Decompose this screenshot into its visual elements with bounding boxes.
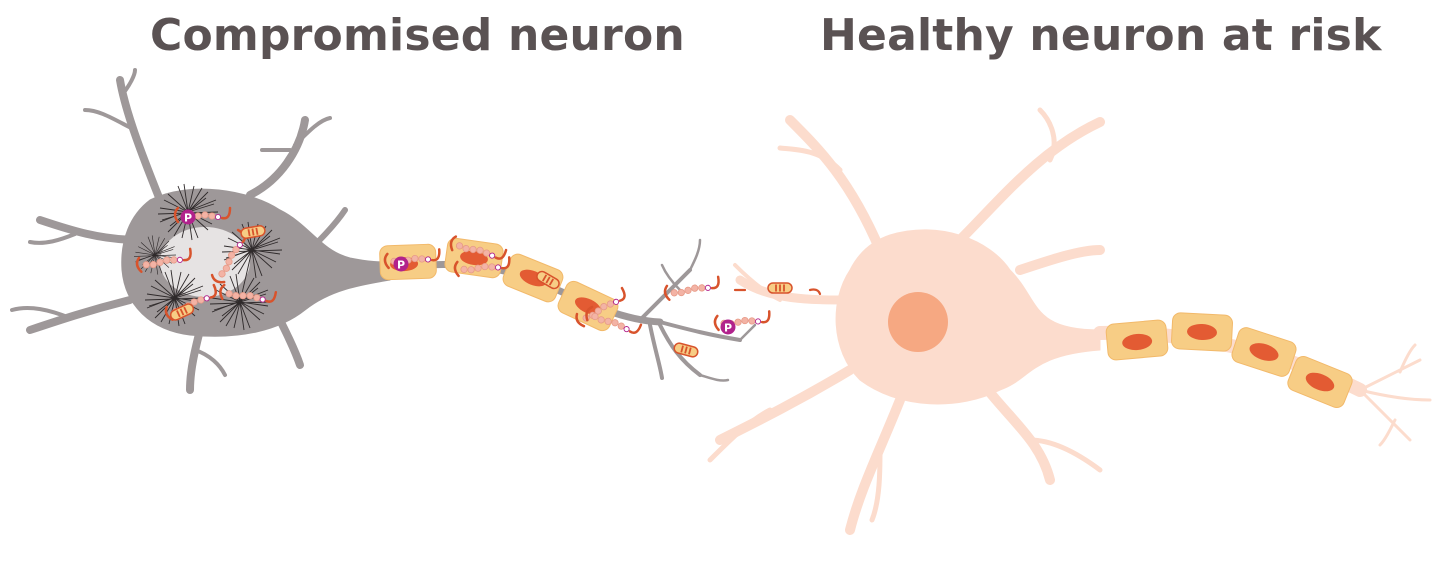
- compromised-neuron: [12, 70, 755, 390]
- phosphate-label: P: [397, 259, 405, 272]
- phosphate-label: P: [724, 322, 732, 335]
- phosphate-label: P: [184, 212, 192, 225]
- healthy-nucleus: [888, 292, 948, 352]
- healthy-myelin-sheaths: [1106, 312, 1355, 409]
- healthy-neuron: [710, 110, 1430, 530]
